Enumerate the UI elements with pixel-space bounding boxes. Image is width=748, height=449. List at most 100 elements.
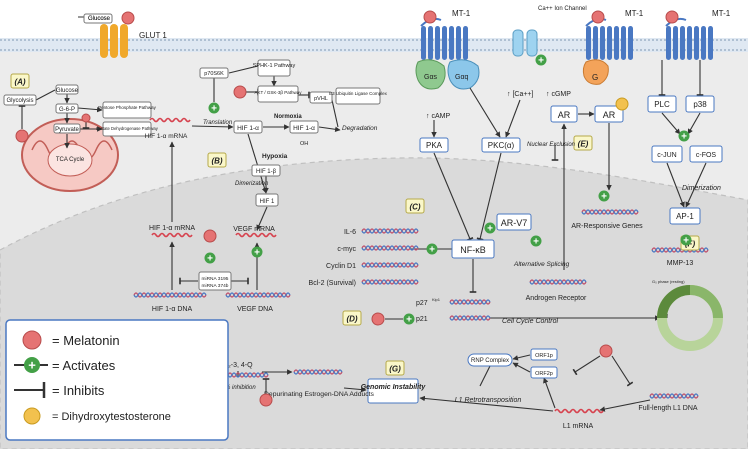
- degradation-label: Degradation: [342, 125, 378, 132]
- g6p-label: G-6-P: [59, 107, 75, 113]
- g6p-pentose-arrow: [77, 106, 103, 113]
- nfkb-box: [451, 239, 495, 259]
- lactate-label: Lactate Dehydrogenase Pathway: [96, 126, 159, 131]
- melatonin-l1: [599, 344, 613, 358]
- hif1-box: [255, 193, 279, 207]
- hif1b-label: HIF 1-β: [256, 169, 277, 175]
- hif1a-mrna-label: HIF 1-α mRNA: [145, 133, 188, 140]
- activates-ar-genes: +: [598, 190, 610, 203]
- melatonin-glycolysis: [15, 129, 29, 143]
- inhibition-label: 37% inhibition: [218, 385, 256, 391]
- bcl2-dna: [361, 279, 419, 285]
- legend-dht-icon: [23, 407, 41, 425]
- pka-nfkb-inhibit: [433, 152, 474, 242]
- p27-label: p27: [416, 300, 428, 307]
- cyclind1-dna: [361, 262, 419, 268]
- l1-mrna-strand: [554, 408, 604, 414]
- mirna1-label: miRNA 3195: [202, 276, 229, 282]
- gaq-pkc-arrow: [469, 87, 501, 138]
- plc-label: PLC: [654, 100, 670, 109]
- tag-f-label: (F): [685, 240, 696, 249]
- activates-vegf: +: [251, 246, 263, 259]
- alt-splicing-label: Alternative Splicing: [513, 261, 570, 268]
- svg-text:+: +: [28, 358, 36, 373]
- e3-box: [335, 87, 381, 105]
- glut1-transporter: [100, 24, 128, 58]
- activates-nfkb-genes: +: [426, 243, 438, 256]
- p70s6k-label: p70S6K: [204, 71, 224, 77]
- dht-icon: [615, 97, 629, 111]
- normoxia-label: Normoxia: [274, 114, 302, 120]
- tca-label: TCA Cycle: [56, 157, 85, 163]
- p38-label: p38: [693, 100, 707, 109]
- legend-activates: = Activates: [52, 358, 116, 373]
- pkc-label: PKC(α): [488, 141, 515, 150]
- hif1a-dna-label: HIF 1-α DNA: [152, 306, 193, 313]
- translation-label: Translation: [203, 120, 233, 126]
- adduct-dna: [293, 369, 343, 375]
- svg-text:+: +: [683, 236, 689, 247]
- l1-dna-label: Full-length L1 DNA: [638, 405, 697, 412]
- p27-dna: [449, 299, 491, 305]
- ca-pkc-arrow: [505, 99, 521, 138]
- l1-dna-strand: [649, 393, 699, 399]
- hif1a-mrna-strand: [149, 117, 191, 123]
- rnp-box: [467, 353, 513, 367]
- androgen-receptor-dna: [529, 279, 587, 285]
- genomic-box: [367, 378, 419, 404]
- activates-mmp13: +: [680, 234, 692, 247]
- hypoxia-arrow: [247, 133, 268, 194]
- p27-sup-label: Kip1: [432, 297, 441, 302]
- cmyc-dna: [361, 245, 419, 251]
- melatonin-sphk1: [233, 85, 247, 99]
- ar2-label: AR: [603, 110, 616, 120]
- lactate-box: [102, 121, 152, 137]
- g0-label: G₀ phase (resting): [652, 279, 685, 284]
- tag-g: [385, 360, 405, 376]
- melatonin-glut1: [121, 11, 135, 25]
- mirna2-label: miRNA 374b: [202, 283, 229, 289]
- orf2p-box: [530, 366, 558, 379]
- g-protein: [582, 59, 609, 85]
- arv7-label: AR-V7: [501, 218, 528, 228]
- ca-ion-channel: [512, 29, 538, 57]
- hif1a-mrna2-strand: [151, 232, 193, 238]
- legend-inhibits: = Inhibits: [52, 383, 105, 398]
- tag-d: [342, 310, 362, 326]
- activates-translation: +: [208, 102, 220, 115]
- hif1b-box: [251, 164, 281, 177]
- melatonin-mt1-a: [423, 10, 437, 24]
- pentose-label: Pentose Phosphate Pathway: [98, 105, 157, 110]
- g6p-box: [55, 103, 79, 114]
- l1-mrna-orf-arrow: [543, 377, 556, 409]
- nuclear-exclusion-label: Nuclear Exclusion: [527, 142, 576, 148]
- activates-p21: +: [403, 313, 415, 326]
- plc-box: [647, 95, 677, 113]
- legend-melatonin-icon: [22, 330, 42, 350]
- p38-box: [685, 95, 715, 113]
- androgen-receptor-label: Androgen Receptor: [526, 295, 587, 302]
- retro-label: L1 Retrotransposition: [455, 397, 522, 404]
- melatonin-hif1a-mrna: [203, 229, 217, 243]
- tag-c: [405, 198, 425, 214]
- rnp-retro-line: [479, 365, 491, 387]
- ap1-label: AP-1: [676, 212, 694, 221]
- l1-genomic-arrow: [419, 395, 554, 412]
- glucose-top-box: [83, 13, 113, 24]
- pvhl-box: [309, 91, 333, 104]
- sphk1-box: [257, 59, 291, 77]
- ar-genes-dna: [581, 209, 639, 215]
- tag-b: [207, 152, 227, 168]
- glucose-label: Glucose: [56, 88, 79, 94]
- ar2-box: [594, 105, 624, 123]
- svg-text:+: +: [538, 56, 544, 67]
- sphk1-label: SPHK-1 Pathway: [253, 63, 296, 69]
- orf1p-box: [530, 348, 558, 361]
- glucose-box: [55, 84, 79, 95]
- melatonin-p21: [371, 312, 385, 326]
- ca-up-label: ↑ [Ca++]: [507, 91, 534, 98]
- activates-ca-channel: +: [535, 54, 547, 67]
- vegf-dna-strand: [225, 292, 291, 298]
- hif1a-box-2: [289, 120, 319, 134]
